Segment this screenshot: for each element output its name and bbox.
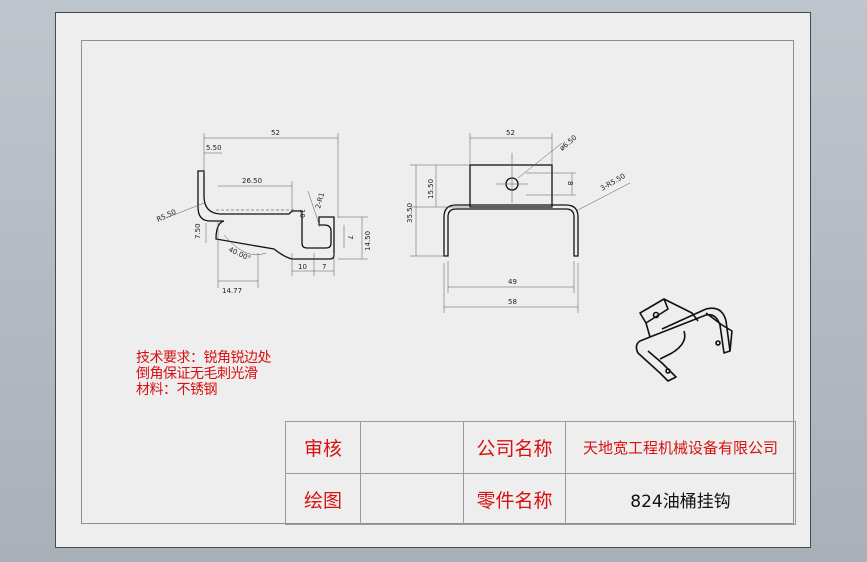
dim-front-left-height: 7.50: [194, 223, 202, 239]
technical-requirements: 技术要求：锐角锐边处 倒角保证无毛刺光滑 材料：不锈钢: [136, 350, 272, 398]
dim-front-hook-radius: 2-R1: [314, 192, 326, 210]
side-view-top-plate: [469, 164, 553, 208]
dim-front-top-flange: 5.50: [206, 144, 222, 152]
drawing-sheet: 52 5.50 26.50 R5.50 7.50 40.00° 14.77 10…: [55, 12, 811, 548]
dim-front-right-height: 14.50: [364, 231, 372, 251]
review-label: 审核: [285, 421, 361, 474]
dim-side-total-height: 35.50: [406, 203, 414, 223]
dim-front-slot-width: 10: [298, 263, 307, 271]
title-block: 审核 公司名称 天地宽工程机械设备有限公司 绘图 零件名称 824油桶挂钩: [285, 421, 796, 525]
requirement-line-2: 倒角保证无毛刺光滑: [136, 366, 258, 382]
front-view-outline: [197, 170, 335, 260]
side-view-body: [443, 204, 579, 257]
front-view: 52 5.50 26.50 R5.50 7.50 40.00° 14.77 10…: [155, 129, 372, 295]
requirement-line-3: 材料：不锈钢: [136, 382, 218, 398]
part-label: 零件名称: [463, 473, 566, 525]
dim-side-inner-width: 49: [508, 278, 517, 286]
dim-front-tab-width: 7: [322, 263, 326, 271]
drawn-value: [360, 473, 464, 525]
dim-front-bottom-offset: 14.77: [222, 287, 242, 295]
dim-front-hook-height: 7: [346, 235, 354, 239]
dim-side-top-width: 52: [506, 129, 515, 137]
isometric-view: [635, 298, 733, 382]
side-view: 52 ø6.50 8 3-R5.50 15.50 35.50 49 58: [406, 129, 631, 313]
dim-side-hole-offset: 8: [566, 181, 574, 185]
dim-front-slot-depth: 10: [298, 209, 306, 218]
company-label: 公司名称: [463, 421, 566, 474]
drawn-label: 绘图: [285, 473, 361, 525]
company-value: 天地宽工程机械设备有限公司: [565, 421, 796, 474]
dim-front-inner-span: 26.50: [242, 177, 262, 185]
requirement-line-1: 技术要求：锐角锐边处: [136, 350, 272, 366]
part-value: 824油桶挂钩: [565, 473, 796, 525]
dim-side-overall-width: 58: [508, 298, 517, 306]
dim-front-overall: 52: [271, 129, 280, 137]
review-value: [360, 421, 464, 474]
dim-side-top-height: 15.50: [427, 179, 435, 199]
